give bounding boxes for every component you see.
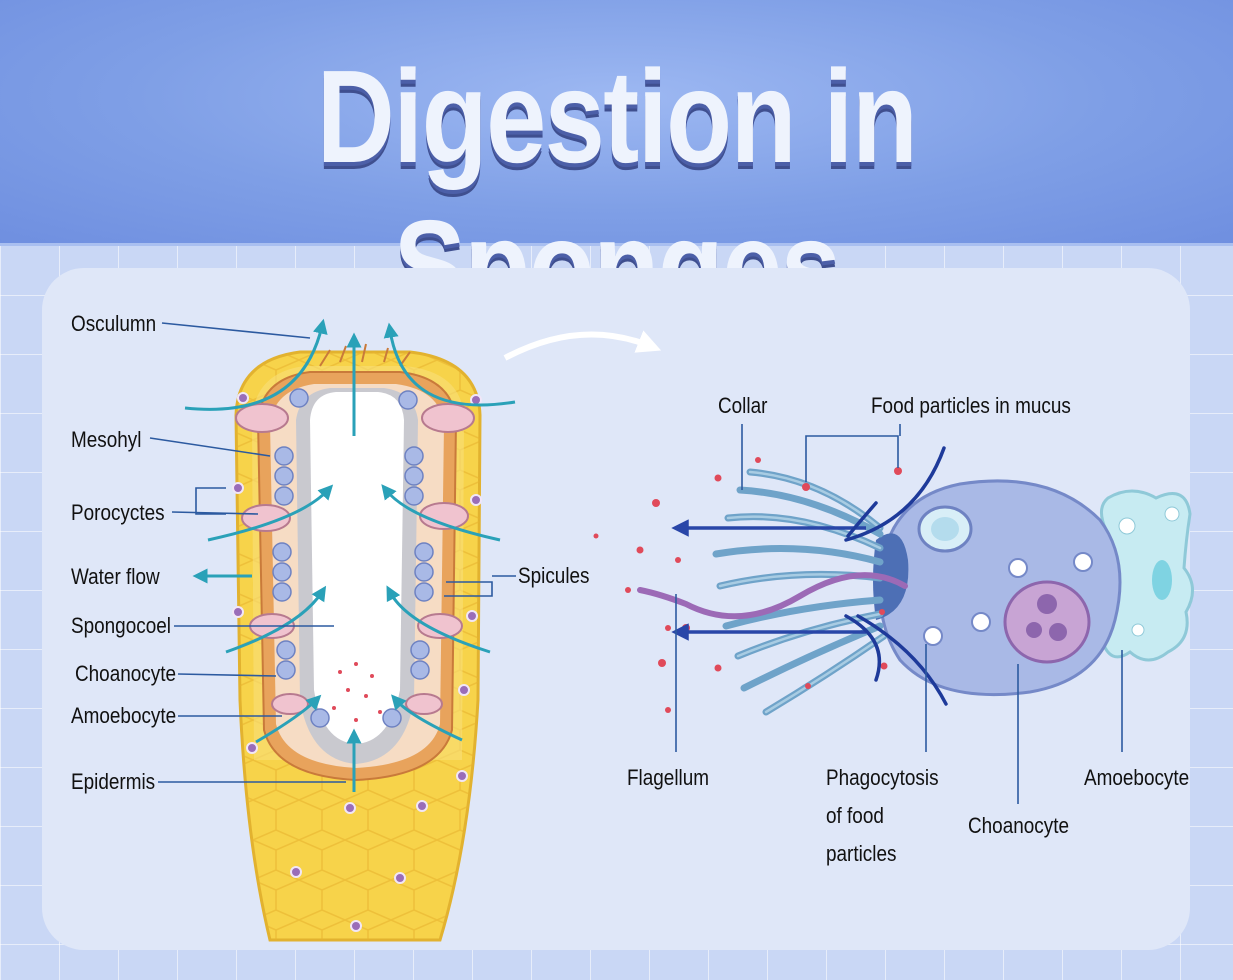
header-banner: Digestion in Sponges <box>0 0 1233 340</box>
label-collar: Collar <box>718 393 768 418</box>
label-choanocyte-right: Choanocyte <box>968 813 1069 838</box>
sponge-body <box>184 318 516 942</box>
label-mesohyl: Mesohyl <box>71 427 142 452</box>
label-food-particles: Food particles in mucus <box>871 393 1071 418</box>
label-phagocytosis-1: Phagocytosis <box>826 765 939 790</box>
page-title: Digestion in Sponges <box>316 43 918 340</box>
label-osculumn: Osculumn <box>71 311 157 336</box>
label-phagocytosis-2: of food <box>826 803 884 828</box>
choanocyte-cell <box>593 446 1194 716</box>
label-amoebocyte-right: Amoebocyte <box>1084 765 1190 790</box>
label-spicules: Spicules <box>518 563 590 588</box>
left-label-lines <box>149 322 516 783</box>
label-porocyctes: Porocyctes <box>71 500 165 525</box>
zoom-arrow <box>503 330 662 361</box>
label-epidermis: Epidermis <box>71 769 156 794</box>
label-water-flow: Water flow <box>71 564 160 589</box>
label-spongocoel: Spongocoel <box>71 613 171 638</box>
label-amoebocyte-left: Amoebocyte <box>71 703 177 728</box>
right-label-lines <box>675 424 1123 804</box>
label-phagocytosis-3: particles <box>826 841 897 866</box>
label-choanocyte-left: Choanocyte <box>75 661 176 686</box>
label-flagellum: Flagellum <box>627 765 710 790</box>
